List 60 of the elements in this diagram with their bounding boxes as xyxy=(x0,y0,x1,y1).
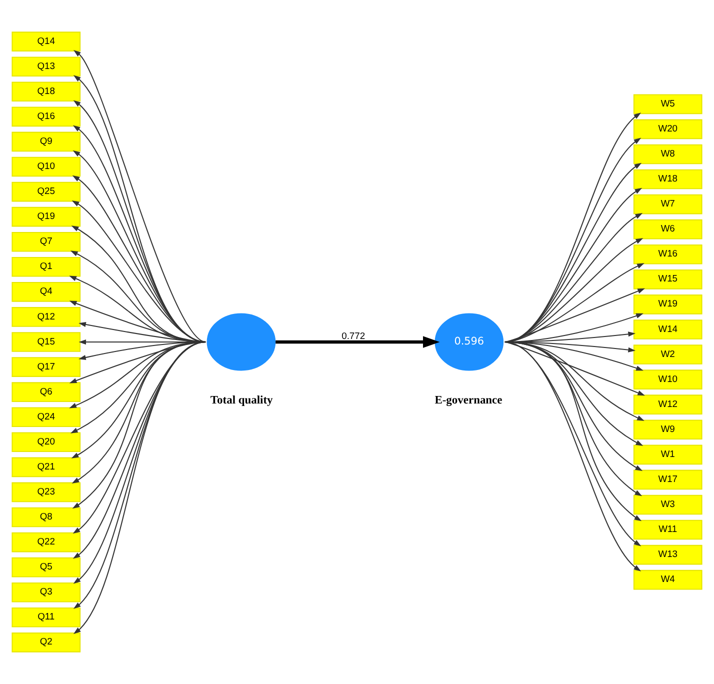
node-box: Q3 xyxy=(12,582,81,602)
node-circle xyxy=(206,313,276,371)
node-box: Q17 xyxy=(12,357,81,377)
node-box: Q14 xyxy=(12,32,81,52)
arrow xyxy=(276,336,440,348)
node-label: Total quality xyxy=(210,394,273,406)
node-box: W8 xyxy=(633,144,702,164)
node-box: W9 xyxy=(633,420,702,440)
edge-label: 0.772 xyxy=(342,331,366,342)
node-box: Q18 xyxy=(12,82,81,102)
node-box: W7 xyxy=(633,194,702,214)
node-box: Q7 xyxy=(12,232,81,252)
node-box: Q19 xyxy=(12,206,81,227)
node-box: Q12 xyxy=(12,307,81,327)
node-box: Q23 xyxy=(12,482,81,502)
arrow xyxy=(504,341,643,472)
arrow xyxy=(72,200,206,343)
arrow xyxy=(504,288,645,343)
node-box: W19 xyxy=(633,294,702,314)
node-box: Q15 xyxy=(12,332,81,352)
node-box: Q10 xyxy=(12,156,81,177)
arrow xyxy=(504,263,644,343)
arrow xyxy=(504,341,645,396)
node-box: W2 xyxy=(633,344,702,364)
node-box: W10 xyxy=(633,370,702,390)
node-box: W3 xyxy=(633,494,702,515)
node-box: Q4 xyxy=(12,282,81,302)
node-box: W12 xyxy=(633,394,702,414)
node-box: W17 xyxy=(633,470,702,490)
node-box: Q25 xyxy=(12,182,81,202)
node-box: W1 xyxy=(633,444,702,465)
node-box: Q21 xyxy=(12,457,81,478)
node-box: W16 xyxy=(633,244,702,264)
arrow xyxy=(504,341,644,421)
node-box: W6 xyxy=(633,219,702,240)
node-label: E-governance xyxy=(434,394,502,406)
node-box: Q22 xyxy=(12,532,81,552)
node-box: Q5 xyxy=(12,557,81,578)
node-box: Q2 xyxy=(12,632,81,652)
node-box: Q1 xyxy=(12,256,81,277)
node-box: W20 xyxy=(633,119,702,140)
node-box: W13 xyxy=(633,544,702,565)
node-box: W4 xyxy=(633,570,702,590)
node-box: Q24 xyxy=(12,407,81,428)
node-box: Q9 xyxy=(12,132,81,152)
node-ellipse: 0.596 xyxy=(434,313,504,371)
node-box: Q8 xyxy=(12,507,81,528)
node-box: Q11 xyxy=(12,608,81,628)
node-box: W5 xyxy=(633,94,702,114)
node-box: W15 xyxy=(633,270,702,290)
arrow xyxy=(504,341,644,446)
node-box: W14 xyxy=(633,320,702,340)
node-box: W11 xyxy=(633,520,702,540)
arrow xyxy=(504,212,643,343)
node-box: Q13 xyxy=(12,56,81,76)
node-box: W18 xyxy=(633,169,702,190)
arrow xyxy=(504,238,644,343)
node-box: Q20 xyxy=(12,432,81,452)
node-box: Q16 xyxy=(12,106,81,127)
node-box: Q6 xyxy=(12,382,81,402)
